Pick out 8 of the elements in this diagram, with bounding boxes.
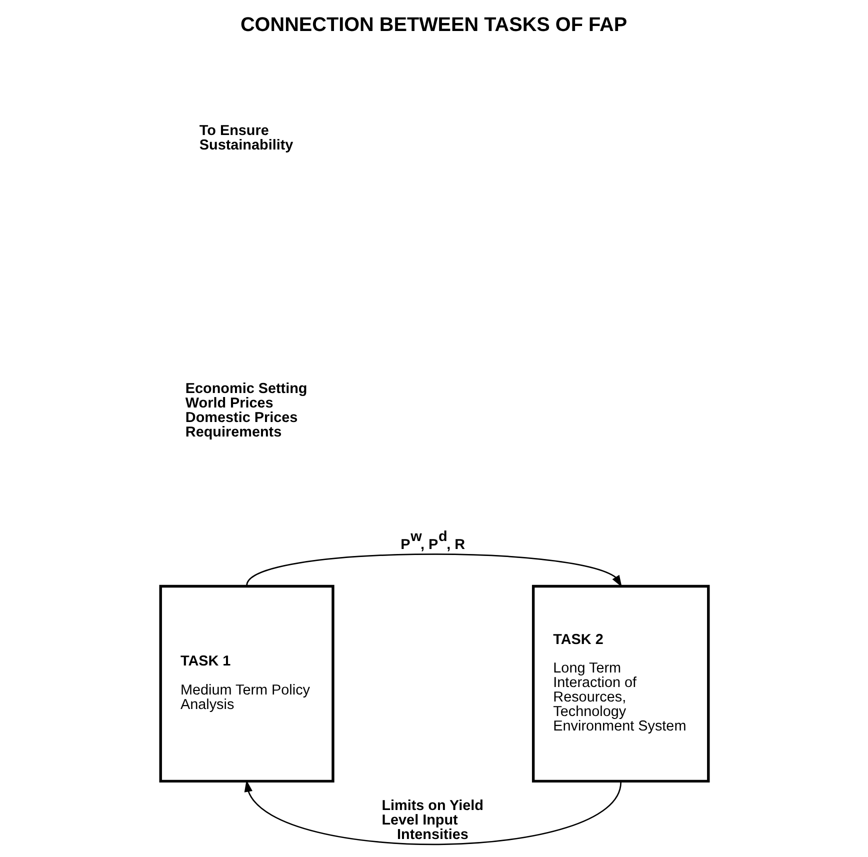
node-box: TASK 1 Medium Term Policy Analysis xyxy=(158,584,334,783)
arrow xyxy=(244,780,621,845)
label: Economic Setting World Prices Domestic Prices Requirements xyxy=(184,380,307,440)
diagram-title: CONNECTION BETWEEN TASKS OF FAP xyxy=(240,14,627,36)
edge-label: Limits on Yield Level Input Intensities xyxy=(381,798,483,843)
node-box: TASK 2 Long Term Interaction of Resources, Technology Environment System xyxy=(531,584,710,783)
label: To Ensure Sustainability xyxy=(198,122,293,154)
arrow xyxy=(246,554,622,588)
